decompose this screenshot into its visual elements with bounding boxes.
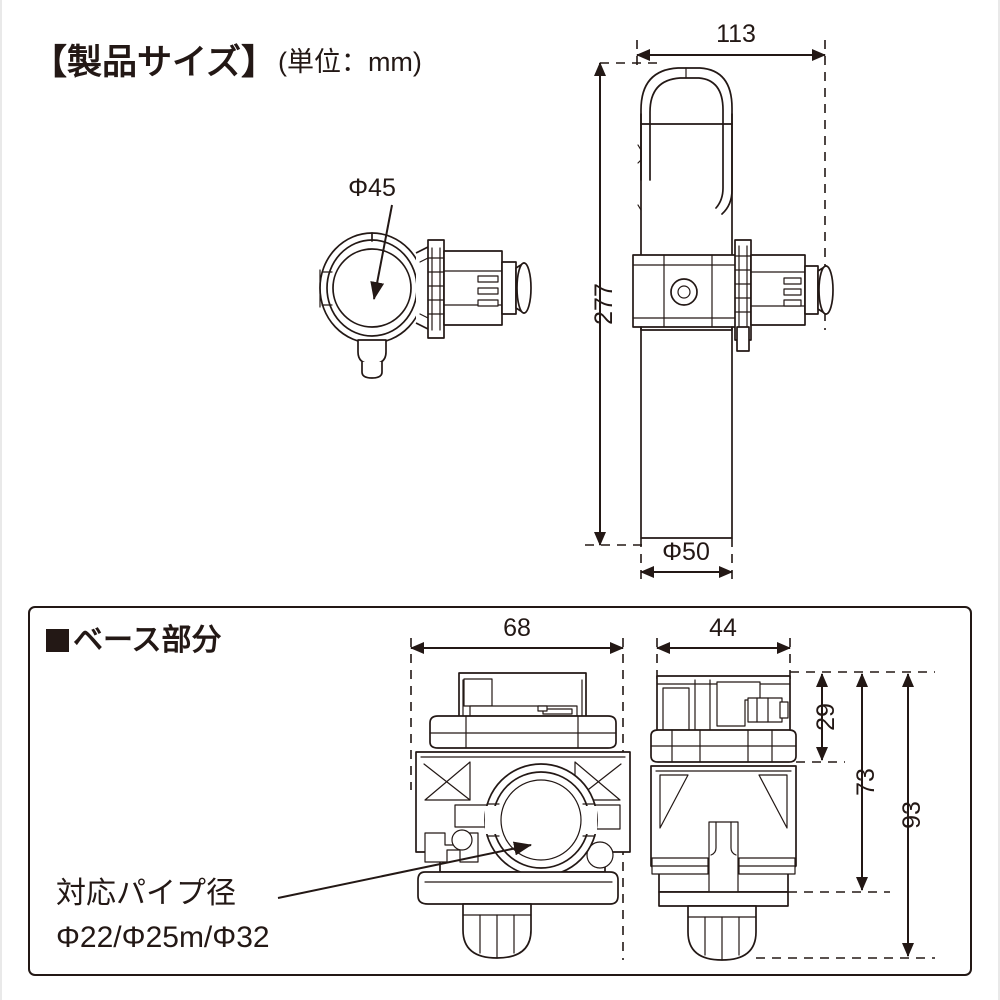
- base-section-heading: ベース部分: [46, 615, 222, 659]
- dimension-label-base-total-height: 93: [898, 801, 926, 829]
- filled-square-icon: [46, 629, 69, 652]
- pipe-diameter-note-line1: 対応パイプ径: [56, 877, 236, 910]
- page-title-main: 【製品サイズ】: [32, 43, 276, 82]
- pipe-diameter-note-line2: Φ22/Φ25m/Φ32: [56, 920, 270, 954]
- pipe-diameter-note: 対応パイプ径 Φ22/Φ25m/Φ32: [56, 872, 270, 959]
- dimension-label-base-width-side: 44: [709, 614, 737, 642]
- page-title-unit: (単位：mm): [277, 47, 422, 77]
- base-front-view: 68: [277, 614, 631, 960]
- page-title: 【製品サイズ】(単位：mm): [32, 34, 422, 85]
- bottle-side-view: 113 277: [585, 20, 834, 580]
- dimension-label-base-upper-height: 29: [812, 703, 840, 731]
- dimension-label-clamp-diameter: Φ45: [348, 174, 396, 202]
- base-side-view: 44: [650, 614, 935, 961]
- dimension-label-base-width-front: 68: [503, 614, 531, 642]
- dimension-label-base-mid-height: 73: [852, 768, 880, 796]
- clamp-top-view: Φ45: [319, 174, 532, 379]
- dimension-label-product-height: 277: [590, 283, 618, 325]
- dimension-label-body-diameter: Φ50: [662, 538, 710, 566]
- dimension-label-product-width: 113: [716, 20, 756, 48]
- base-section-heading-label: ベース部分: [73, 624, 222, 657]
